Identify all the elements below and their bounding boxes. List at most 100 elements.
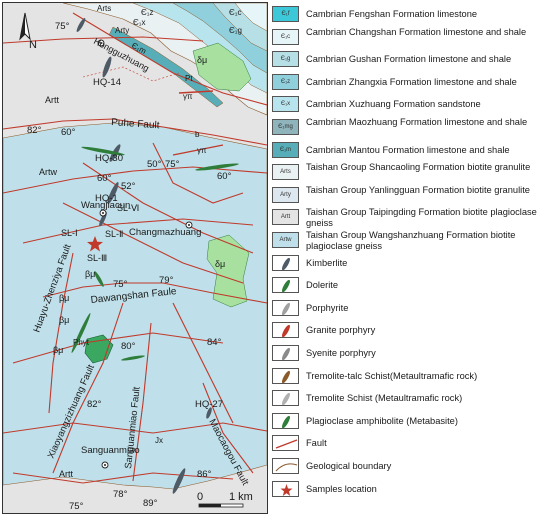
legend-label: Cambrian Xuzhuang Formation sandstone [306, 99, 481, 110]
legend-label: Cambrian Maozhuang Formation limestone a… [306, 117, 528, 127]
fault-east-1 [152, 142, 244, 204]
north-arrow-icon: N [19, 12, 37, 51]
dip-angle: 75° [69, 501, 84, 512]
legend-swatch: Artt [272, 209, 299, 226]
unit-yp-east: γπ [197, 146, 207, 155]
legend-item: Arty Taishan Group Yanlingguan Formation … [272, 185, 548, 207]
dolerite-east [195, 163, 239, 171]
legend-item: Є₁m Cambrian Mantou Formation limestone a… [272, 140, 548, 162]
unit-pt: Pt [185, 74, 193, 83]
legend-swatch [272, 390, 299, 407]
label-sl2: SL-Ⅱ [105, 229, 123, 239]
kimberlite-south [172, 468, 186, 494]
dip-angle: 60° [217, 171, 232, 182]
dip-angles: 75° 82° 60° 50° 75° 60° 60° 52° 75° 79° … [27, 21, 232, 512]
fault-lines [3, 12, 267, 484]
dip-angle: 82° [27, 125, 42, 136]
legend-label: Taishan Group Shancaoling Formation biot… [306, 162, 531, 173]
dolerite-south [121, 355, 145, 361]
label-hq27: HQ-27 [195, 399, 223, 410]
legend-item: Arts Taishan Group Shancaoling Formation … [272, 162, 548, 184]
fault-south-1 [12, 332, 224, 364]
legend-swatch: Є₁c [272, 28, 299, 45]
dip-angle: 79° [159, 275, 174, 286]
legend-item: Є₁x Cambrian Xuzhuang Formation sandstone [272, 94, 548, 116]
legend-item: Artt Taishan Group Taipingding Formation … [272, 207, 548, 229]
legend-swatch [272, 412, 299, 429]
unit-arts: Arts [97, 4, 111, 13]
fault-maocaogou [202, 382, 254, 474]
legend-label: Cambrian Zhangxia Formation limestone an… [306, 76, 517, 87]
fault-central [22, 218, 254, 244]
kimberlite-north [76, 18, 86, 32]
legend-item: Tremolite Schist (Metaultramafic rock) [272, 388, 548, 410]
scale-zero-label: 0 [197, 491, 203, 503]
legend-label: Geological boundary [306, 461, 392, 471]
legend-swatch [272, 458, 299, 474]
legend-label: Tremolite-talc Schist(Metaultramafic roc… [306, 370, 478, 381]
kimberlite-hq14 [102, 56, 112, 78]
dip-angle: 75° [55, 21, 70, 32]
legend-item: Kimberlite [272, 253, 548, 275]
legend-label: Taishan Group Wangshanzhuang Formation b… [306, 230, 516, 251]
fault-label-puhe: Puhe Fault [111, 117, 160, 131]
unit-dm-east: δμ [215, 259, 225, 269]
legend-swatch [272, 345, 299, 361]
legend-label: Dolerite [306, 280, 339, 291]
scale-one-label: 1 km [229, 491, 253, 503]
scale-bar: 0 1 km [197, 491, 253, 508]
legend-item: Tremolite-talc Schist(Metaultramafic roc… [272, 366, 548, 388]
legend-swatch [272, 254, 299, 271]
legend-swatch: Є₁x [272, 96, 299, 113]
fault-xiaoyangzizhuang [52, 302, 124, 474]
north-label: N [29, 39, 37, 51]
legend-label: Fault [306, 438, 327, 449]
fault-sanguanmiao [132, 322, 152, 482]
unit-bm-2: βμ [59, 293, 69, 303]
legend-label: Taishan Group Taipingding Formation biot… [306, 207, 537, 229]
unit-ez: Є₁z [141, 8, 153, 17]
legend-item: Dolerite [272, 275, 548, 297]
legend-swatch: Arts [272, 164, 299, 181]
legend-swatch: Є₁mg [272, 119, 299, 135]
fault-huayu [48, 252, 74, 414]
dip-angle: 50° [147, 159, 162, 170]
unit-bm-4: βμ [53, 345, 63, 355]
fault-south-3 [12, 472, 234, 484]
unit-eg: Є₁g [229, 26, 242, 35]
geologic-map: N 0 1 km Puhe Fault Dawangshan Faule Hua… [2, 2, 268, 514]
legend-item: Artw Taishan Group Wangshanzhuang Formati… [272, 230, 548, 252]
unit-bm-1: βμ [85, 269, 95, 279]
legend-swatch: Arty [272, 186, 299, 203]
legend-label: Taishan Group Yanlingguan Formation biot… [306, 184, 530, 195]
legend-label: Cambrian Fengshan Formation limestone [306, 9, 478, 19]
unit-artw: Artw [39, 167, 58, 177]
label-hq14: HQ-14 [93, 77, 121, 88]
legend-swatch [272, 435, 299, 452]
place-sanguanmiao: Sanguanmiao [81, 445, 140, 456]
dip-angle: 60° [97, 173, 112, 184]
legend-swatch [272, 277, 299, 294]
dip-angle: 80° [121, 341, 136, 352]
fault-north [3, 36, 204, 44]
place-wangjiacun: Wangjiacun [81, 200, 130, 211]
legend-swatch: Є₁m [272, 141, 299, 158]
legend-swatch [272, 322, 299, 339]
dip-angle: 82° [87, 399, 102, 410]
dip-angle: 89° [143, 498, 158, 509]
kimberlite-hq1 [107, 182, 119, 204]
legend-item: Plagioclase amphibolite (Metabasite) [272, 411, 548, 433]
fault-southeast [172, 302, 234, 424]
legend-item: Fault [272, 433, 548, 455]
unit-jx: Jx [155, 436, 163, 445]
legend-label: Cambrian Mantou Formation limestone and … [306, 144, 510, 155]
unit-arty: Arty [115, 26, 129, 35]
label-hq1: HQ-1 [95, 193, 118, 204]
legend-swatch: Artw [272, 232, 299, 248]
legend-label: Tremolite Schist (Metaultramafic rock) [306, 393, 463, 404]
unit-bm-3: βμ [59, 315, 69, 325]
granite-porphyry-dykes [172, 90, 224, 156]
